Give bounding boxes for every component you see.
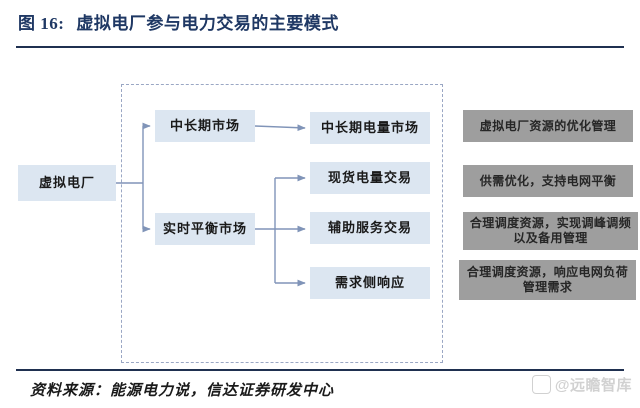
node-ancillary-service-trade[interactable]: 辅助服务交易	[310, 212, 430, 244]
node-real-time-balancing-market[interactable]: 实时平衡市场	[155, 213, 255, 245]
node-demand-side-response[interactable]: 需求侧响应	[310, 267, 430, 299]
dashed-grouping-region	[121, 84, 443, 363]
watermark-logo-icon	[531, 375, 551, 394]
page-title: 图 16: 虚拟电厂参与电力交易的主要模式	[18, 9, 339, 34]
footer-divider	[16, 369, 624, 371]
node-outcome-resource-optimization[interactable]: 虚拟电厂资源的优化管理	[463, 110, 633, 142]
node-spot-energy-trade[interactable]: 现货电量交易	[310, 162, 430, 194]
watermark-text: @远瞻智库	[554, 377, 632, 394]
figure-number: 图 16:	[18, 14, 65, 33]
figure-title-text: 虚拟电厂参与电力交易的主要模式	[76, 14, 339, 33]
node-outcome-supply-demand[interactable]: 供需优化，支持电网平衡	[463, 165, 633, 197]
watermark: @远瞻智库	[531, 374, 632, 395]
node-mid-long-energy-market[interactable]: 中长期电量市场	[310, 112, 430, 144]
source-note: 资料来源：能源电力说，信达证券研发中心	[30, 383, 335, 399]
node-virtual-power-plant[interactable]: 虚拟电厂	[18, 165, 116, 201]
node-mid-long-market[interactable]: 中长期市场	[155, 110, 255, 142]
node-outcome-grid-load[interactable]: 合理调度资源，响应电网负荷管理需求	[459, 260, 636, 300]
header-divider	[16, 46, 624, 48]
node-outcome-peak-frequency[interactable]: 合理调度资源，实现调峰调频以及备用管理	[463, 212, 638, 250]
diagram-canvas: 虚拟电厂 中长期市场 实时平衡市场 中长期电量市场 现货电量交易 辅助服务交易 …	[0, 52, 640, 363]
